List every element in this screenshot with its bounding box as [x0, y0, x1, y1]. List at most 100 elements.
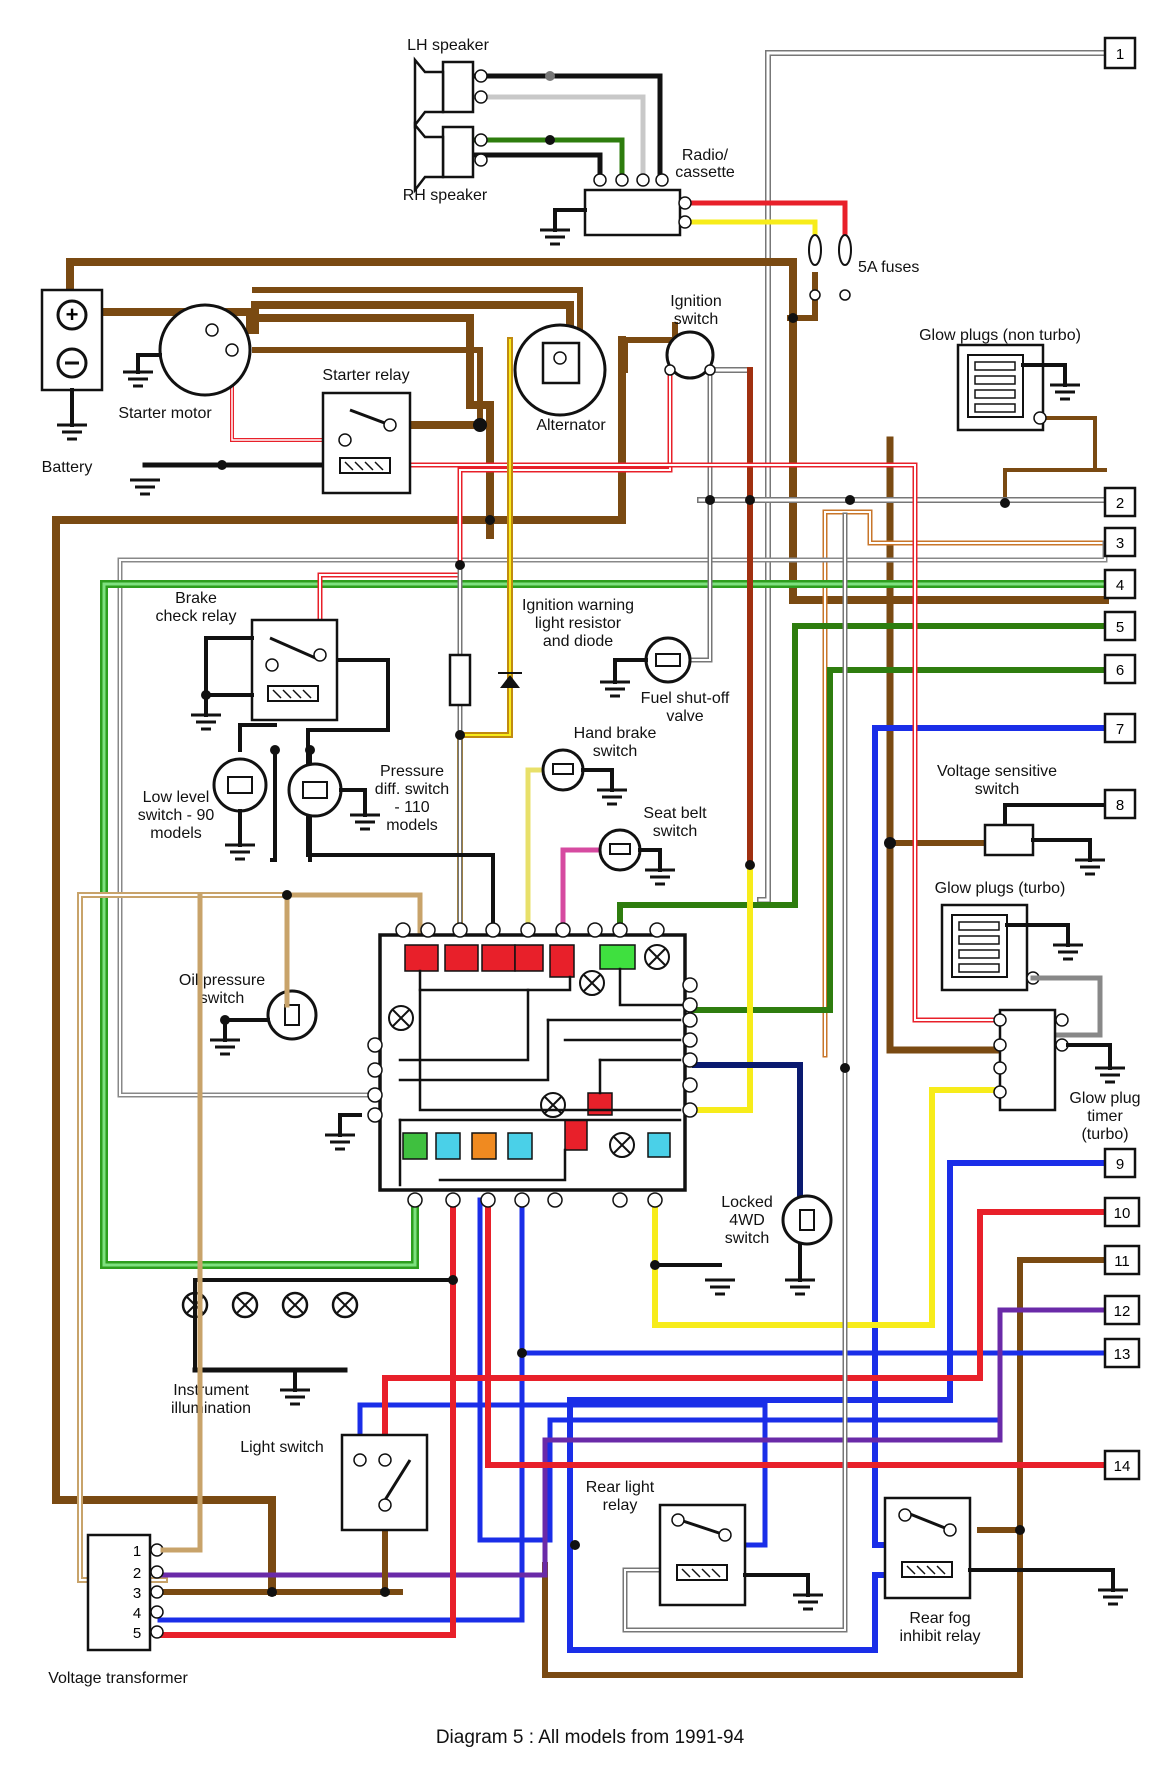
brake-check-relay	[204, 618, 339, 722]
hand-brake-label-2: switch	[593, 743, 637, 760]
wire-orange-3	[822, 509, 1108, 1058]
connector-6: 6	[1103, 653, 1137, 685]
starter-relay	[321, 391, 412, 495]
fuel-shutoff-label-1: Fuel shut-off	[641, 690, 730, 707]
wire-red-relay-inner	[389, 464, 1001, 1021]
oil-pressure-label-1: Oil pressure	[179, 972, 265, 989]
fuses-label: 5A fuses	[858, 259, 919, 276]
ignition-warning-label-3: and diode	[543, 633, 613, 650]
glow-plugs-non-turbo-label: Glow plugs (non turbo)	[919, 327, 1081, 344]
lh-speaker-label: LH speaker	[407, 37, 489, 54]
glow-plug-timer-label-1: Glow plug	[1069, 1090, 1140, 1107]
glow-plugs-turbo-label: Glow plugs (turbo)	[935, 880, 1066, 897]
wire-red-14	[485, 1197, 1108, 1468]
wire-oil-tan	[77, 892, 290, 1583]
alternator-label: Alternator	[536, 417, 606, 434]
low-level-label-2: switch - 90	[138, 807, 215, 824]
connector-14: 14	[1103, 1449, 1141, 1481]
connector-9: 9	[1103, 1147, 1137, 1179]
svg-text:11: 11	[1114, 1253, 1130, 1270]
connector-10: 10	[1103, 1196, 1141, 1228]
rear-light-label-1: Rear light	[586, 1479, 655, 1496]
glow-plug-timer-label-3: (turbo)	[1081, 1126, 1128, 1143]
wire-grey-1	[757, 50, 1108, 903]
wire-red-10	[382, 1209, 1108, 1463]
radio-cassette	[553, 173, 692, 237]
connector-12: 12	[1103, 1294, 1141, 1326]
glow-plug-timer-label-2: timer	[1087, 1108, 1123, 1125]
rear-light-label-2: relay	[603, 1497, 638, 1514]
instrument-illumination-label-2: illumination	[171, 1400, 251, 1417]
battery: +	[40, 288, 104, 427]
locked-4wd-label-1: Locked	[721, 1194, 773, 1211]
ignition-warning-resistor	[448, 653, 522, 707]
starter-relay-label: Starter relay	[322, 367, 409, 384]
oil-pressure-switch	[223, 892, 318, 1042]
wire-radio-red	[687, 200, 848, 238]
wire-brown-left	[52, 336, 1108, 1678]
pressure-diff-switch	[287, 762, 367, 818]
svg-text:2: 2	[133, 1565, 141, 1582]
rear-fog-label-2: inhibit relay	[900, 1628, 981, 1645]
wire-speakers	[467, 73, 663, 183]
hand-brake-switch	[541, 748, 614, 792]
wire-black-8	[1003, 803, 1107, 827]
connector-5: 5	[1103, 610, 1137, 642]
radio-label-1: Radio/	[682, 147, 729, 164]
light-switch	[340, 1433, 429, 1532]
svg-text:1: 1	[133, 1543, 141, 1560]
locked-4wd-label-3: switch	[725, 1230, 769, 1247]
rh-speaker-label: RH speaker	[403, 187, 488, 204]
ignition-switch-label-1: Ignition	[670, 293, 722, 310]
battery-label: Battery	[42, 459, 93, 476]
voltage-sensitive-label-1: Voltage sensitive	[937, 763, 1057, 780]
svg-text:6: 6	[1116, 662, 1124, 679]
wire-green-4-inner	[102, 582, 1107, 1267]
oil-pressure-label-2: switch	[200, 990, 244, 1007]
brake-check-relay-label-2: check relay	[156, 608, 237, 625]
svg-text:12: 12	[1114, 1303, 1131, 1320]
connector-3: 3	[1103, 526, 1137, 558]
ignition-warning-label-1: Ignition warning	[522, 597, 634, 614]
ignition-switch	[664, 330, 716, 380]
wire-oil-tan-inner	[79, 894, 288, 1581]
ground-icon	[57, 228, 1128, 1611]
svg-text:14: 14	[1114, 1458, 1131, 1475]
ignition-warning-label-2: light resistor	[535, 615, 622, 632]
pressure-diff-label-3: - 110	[394, 799, 429, 816]
locked-4wd-switch	[781, 1194, 833, 1282]
voltage-transformer-label: Voltage transformer	[48, 1670, 188, 1687]
svg-text:1: 1	[1116, 46, 1124, 63]
instrument-panel	[338, 922, 698, 1208]
connector-4: 4	[1103, 568, 1137, 600]
rear-fog-label-1: Rear fog	[909, 1610, 970, 1627]
hand-brake-label-1: Hand brake	[574, 725, 657, 742]
connector-13: 13	[1103, 1337, 1141, 1369]
glow-plugs-non-turbo	[956, 343, 1067, 432]
wire-oil-to-panel	[284, 892, 423, 938]
voltage-sensitive-label-2: switch	[975, 781, 1019, 798]
svg-text:7: 7	[1116, 721, 1124, 738]
fuel-shutoff-valve	[613, 636, 692, 684]
wire-blue-9	[567, 1160, 1108, 1653]
radio-label-2: cassette	[675, 164, 735, 181]
light-switch-label: Light switch	[240, 1439, 324, 1456]
svg-text:10: 10	[1114, 1205, 1131, 1222]
pressure-diff-label-2: diff. switch	[375, 781, 449, 798]
svg-text:4: 4	[1116, 577, 1124, 594]
glow-plug-timer	[993, 1008, 1112, 1112]
svg-text:4: 4	[133, 1605, 141, 1622]
diagram-title: Diagram 5 : All models from 1991-94	[436, 1727, 745, 1748]
svg-text:3: 3	[133, 1585, 141, 1602]
ignition-switch-label-2: switch	[674, 311, 718, 328]
wire-yellow-timer	[652, 1087, 1003, 1328]
wire-navy-4wd	[692, 1062, 803, 1223]
seat-belt-switch	[598, 828, 662, 872]
rh-speaker	[413, 121, 488, 194]
instrument-illumination-label-1: Instrument	[173, 1382, 249, 1399]
starter-motor-label: Starter motor	[118, 405, 212, 422]
voltage-sensitive-switch	[983, 823, 1092, 862]
fuse-pair	[808, 234, 852, 301]
wire-radio-yellow	[687, 219, 818, 238]
wire-blue-light	[357, 1402, 768, 1548]
